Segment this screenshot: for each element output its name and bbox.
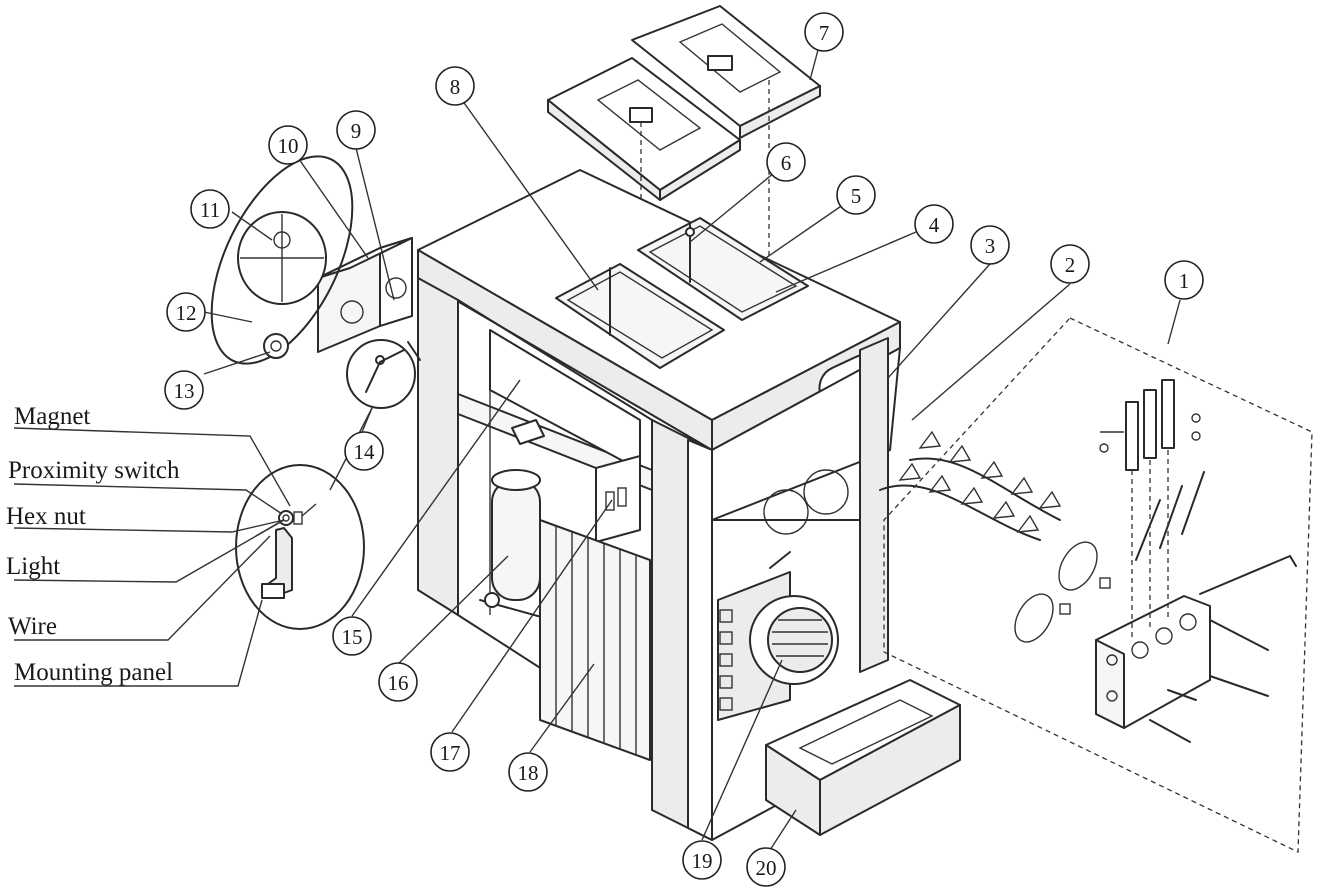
balloon-12: 12 (166, 292, 206, 332)
inset-14 (346, 339, 416, 409)
drip-tray-20 (765, 679, 961, 836)
svg-text:11: 11 (200, 198, 220, 222)
svg-text:14: 14 (354, 440, 376, 464)
gearbox (317, 237, 421, 361)
balloon-2: 2 (1050, 244, 1090, 284)
balloon-11: 11 (190, 189, 230, 229)
balloon-9: 9 (336, 110, 376, 150)
balloon-20: 20 (746, 847, 786, 887)
svg-text:8: 8 (450, 75, 461, 99)
balloon-17: 17 (430, 732, 470, 772)
callout-proximity-switch: Proximity switch (8, 457, 180, 484)
balloon-3: 3 (970, 225, 1010, 265)
svg-text:7: 7 (819, 21, 830, 45)
balloon-13: 13 (164, 370, 204, 410)
svg-text:3: 3 (985, 234, 996, 258)
dispensing-door (883, 317, 1313, 854)
callout-hex-nut: Hex nut (6, 503, 86, 530)
svg-text:12: 12 (176, 301, 197, 325)
svg-text:20: 20 (756, 856, 777, 880)
balloon-6: 6 (766, 142, 806, 182)
svg-text:13: 13 (174, 379, 195, 403)
beaters (879, 430, 1111, 643)
leader-lines (13, 49, 1181, 851)
balloon-15: 15 (332, 616, 372, 656)
balloon-4: 4 (914, 204, 954, 244)
svg-text:15: 15 (342, 625, 363, 649)
balloon-7: 7 (804, 12, 844, 52)
lid-8 (547, 57, 741, 201)
balloon-5: 5 (836, 175, 876, 215)
callout-wire: Wire (8, 613, 57, 640)
svg-text:10: 10 (278, 134, 299, 158)
balloon-19: 19 (682, 840, 722, 880)
svg-text:16: 16 (388, 671, 409, 695)
balloon-16: 16 (378, 662, 418, 702)
svg-text:9: 9 (351, 119, 362, 143)
svg-text:17: 17 (440, 741, 461, 765)
svg-text:6: 6 (781, 151, 792, 175)
svg-text:1: 1 (1179, 269, 1190, 293)
svg-text:4: 4 (929, 213, 940, 237)
callout-magnet: Magnet (14, 403, 90, 430)
svg-text:2: 2 (1065, 253, 1076, 277)
balloon-18: 18 (508, 752, 548, 792)
svg-text:19: 19 (692, 849, 713, 873)
pulley-belt (210, 155, 354, 365)
callout-light: Light (6, 553, 60, 580)
balloon-8: 8 (435, 66, 475, 106)
svg-text:5: 5 (851, 184, 862, 208)
svg-text:18: 18 (518, 761, 539, 785)
callout-mounting-panel: Mounting panel (14, 659, 173, 686)
lid-7 (631, 5, 821, 139)
balloon-10: 10 (268, 125, 308, 165)
balloon-14: 14 (344, 431, 384, 471)
balloon-1: 1 (1164, 260, 1204, 300)
